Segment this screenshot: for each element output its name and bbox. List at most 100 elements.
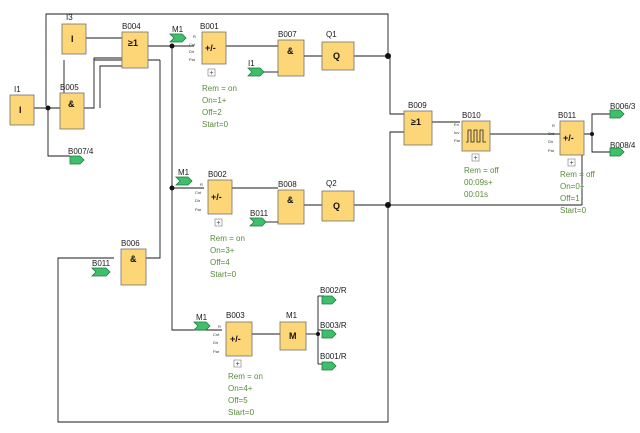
block-body-B007: [277, 39, 305, 77]
connector-label: I1: [248, 59, 255, 68]
svg-text:+: +: [217, 220, 221, 227]
block-body-B004: [121, 31, 149, 69]
block-symbol-B011: +/-: [563, 133, 574, 143]
connector-label: B007/4: [68, 147, 94, 156]
connector-label: B003/R: [320, 321, 347, 330]
svg-text:+: +: [474, 155, 478, 162]
expand-icon[interactable]: [471, 153, 480, 162]
svg-text:+: +: [210, 70, 214, 77]
connector-label: B011: [92, 259, 111, 268]
connector-B003-R[interactable]: B003/R: [320, 321, 347, 339]
block-body-B005: [59, 92, 85, 130]
pin-par: Par: [548, 148, 555, 153]
pin-dir: Dir: [189, 49, 195, 54]
block-body-B009: [403, 110, 433, 146]
expand-icon[interactable]: [567, 158, 576, 167]
param-on: On=1+: [202, 96, 227, 105]
connector-B002-R[interactable]: B002/R: [320, 286, 347, 305]
param-start: Start=0: [202, 120, 229, 129]
connector-flag-icon: [249, 217, 267, 227]
connector-label: B001/R: [320, 352, 347, 361]
connector-label: M1: [172, 25, 184, 34]
pin-par: Par: [454, 138, 461, 143]
pin-r: R: [218, 324, 221, 329]
connector-label: B002/R: [320, 286, 347, 295]
connector-flag-icon: [321, 295, 337, 305]
block-symbol-B005: &: [68, 99, 75, 109]
param-off-time: 00:01s: [464, 190, 488, 199]
block-symbol-B006: &: [130, 254, 137, 264]
logic-block-B006[interactable]: B006 &: [120, 239, 147, 286]
block-name-B005: B005: [60, 83, 79, 92]
block-body-B002: [207, 179, 233, 215]
input-block-I3[interactable]: I3 I: [61, 13, 87, 55]
pin-en: En: [454, 122, 459, 127]
connector-B011-to-B006[interactable]: B011: [91, 259, 111, 277]
connector-B001-R[interactable]: B001/R: [320, 352, 347, 371]
block-name-B004: B004: [122, 22, 141, 31]
block-symbol-B009: ≥1: [411, 117, 421, 127]
logic-block-B008[interactable]: B008 &: [277, 180, 305, 225]
logic-block-B009[interactable]: B009 ≥1: [403, 101, 433, 146]
counter-block-B011[interactable]: B011 R Cnt Dir Par +/- + Rem = off On=0+…: [548, 111, 596, 215]
block-body-B006: [120, 248, 147, 286]
param-start: Start=0: [210, 270, 237, 279]
output-name-M1: M1: [286, 311, 298, 320]
counter-block-B001[interactable]: M1 B001 R Cnt Dir Par +/- + Rem = on On=…: [169, 22, 237, 129]
pin-r: R: [200, 182, 203, 187]
connector-I1-to-B007[interactable]: I1: [247, 59, 278, 77]
block-body-B003: [225, 321, 253, 357]
param-off: Off=4: [210, 258, 230, 267]
input-body-I3: [61, 23, 87, 55]
output-block-Q1[interactable]: Q1 Q: [321, 30, 355, 71]
expand-icon[interactable]: [207, 68, 216, 77]
connector-B011-to-B008[interactable]: B011: [249, 209, 278, 227]
pin-inv: Inv: [454, 130, 459, 135]
connector-flag-icon: [193, 321, 211, 331]
logic-block-B005[interactable]: B005 &: [59, 83, 85, 130]
output-block-Q2[interactable]: Q2 Q: [321, 179, 355, 222]
counter-block-B003[interactable]: M1 B003 R Cnt Dir Par +/- + Rem = on On=…: [193, 311, 263, 417]
input-name-I3: I3: [66, 13, 73, 22]
connector-B007-4[interactable]: B007/4: [68, 147, 94, 165]
block-symbol-B004: ≥1: [128, 38, 138, 48]
block-symbol-B008: &: [287, 195, 294, 205]
pulse-generator-block-B010[interactable]: B010 En Inv Par + Rem = off 00:09s+ 00:0…: [454, 111, 500, 199]
connector-label: M1: [178, 168, 190, 177]
pin-par: Par: [195, 207, 202, 212]
svg-text:+: +: [570, 160, 574, 167]
connector-flag-icon: [169, 33, 187, 43]
connector-flag-icon: [321, 329, 337, 339]
marker-block-M1[interactable]: M1 M: [279, 311, 307, 351]
input-block-I1[interactable]: I1 I: [9, 85, 35, 126]
expand-icon[interactable]: [233, 359, 242, 368]
pin-par: Par: [189, 57, 196, 62]
counter-block-B002[interactable]: M1 B002 R Cnt Dir Par +/- + Rem = on On=…: [175, 168, 245, 279]
output-name-Q2: Q2: [326, 179, 337, 188]
output-symbol-M1: M: [289, 331, 297, 341]
output-symbol-Q2: Q: [333, 201, 340, 211]
output-body-Q1: [321, 41, 355, 71]
input-symbol-I3: I: [71, 34, 74, 44]
connector-label: B011: [250, 209, 269, 218]
connector-B006-3[interactable]: B006/3: [609, 102, 636, 119]
block-body-B010: [461, 120, 491, 152]
pin-r: R: [552, 123, 555, 128]
logic-block-B007[interactable]: B007 &: [277, 30, 305, 77]
param-start: Start=0: [560, 206, 587, 215]
block-body-B011: [559, 120, 585, 156]
block-body-B008: [277, 189, 305, 225]
connector-label: M1: [196, 313, 208, 322]
block-symbol-B007: &: [287, 46, 294, 56]
block-name-B003: B003: [226, 311, 245, 320]
input-name-I1: I1: [14, 85, 21, 94]
param-rem: Rem = on: [210, 234, 245, 243]
param-rem: Rem = on: [202, 84, 237, 93]
connector-B008-4[interactable]: B008/4: [609, 141, 636, 157]
pin-cnt: Cnt: [195, 190, 202, 195]
connector-label: B006/3: [610, 102, 636, 111]
expand-icon[interactable]: [214, 218, 223, 227]
pin-cnt: Cnt: [189, 42, 196, 47]
logic-block-B004[interactable]: B004 ≥1: [121, 22, 149, 69]
block-symbol-B001: +/-: [205, 43, 216, 53]
